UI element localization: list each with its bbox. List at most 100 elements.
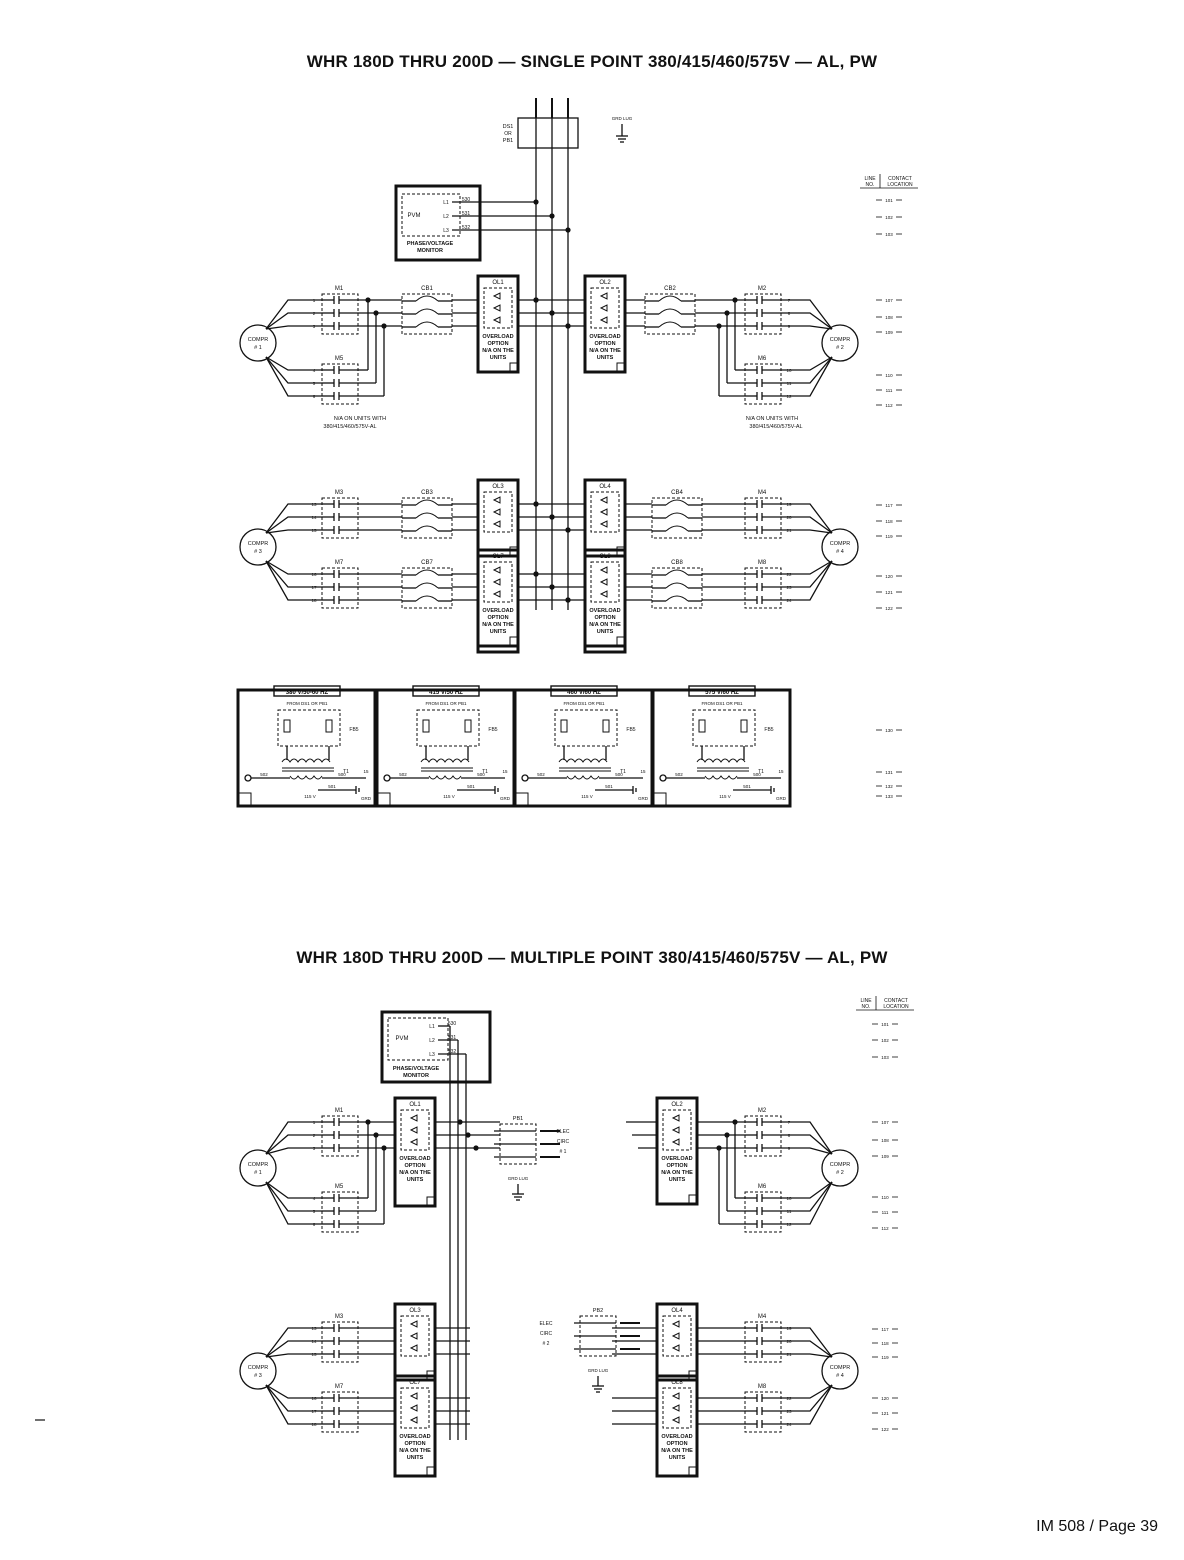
overload-ol3-inner bbox=[483, 491, 513, 533]
transformer-575v-fuse-frame bbox=[692, 709, 756, 747]
motor-lead bbox=[781, 325, 833, 330]
junction-dot bbox=[533, 571, 539, 577]
motor-lead bbox=[781, 1181, 833, 1225]
line-number: 112 bbox=[885, 403, 893, 408]
overload-ol7-multi bbox=[393, 1374, 437, 1478]
overload-note: OVERLOAD bbox=[661, 1156, 692, 1162]
overload-element bbox=[599, 508, 608, 516]
transformer-460v-primary-coil bbox=[558, 758, 608, 763]
line-number: 102 bbox=[881, 1038, 889, 1043]
overload-element bbox=[671, 1332, 680, 1340]
overload-ol4-multi-label: OL4 bbox=[671, 1308, 683, 1314]
transformer-415v-corner bbox=[377, 792, 391, 806]
transformer-415v-tag bbox=[412, 685, 480, 697]
junction-dot bbox=[533, 297, 539, 303]
transformer-460v-from: FROM DS1 OR PB1 bbox=[563, 701, 605, 706]
junction-dot bbox=[465, 1132, 471, 1138]
transformer-575v-501: 501 bbox=[743, 784, 751, 789]
junction-dot bbox=[381, 323, 387, 329]
motor-lead bbox=[781, 1181, 833, 1212]
overload-note: N/A ON THE bbox=[399, 1448, 431, 1454]
motor-lead bbox=[781, 1181, 833, 1199]
breaker-arc bbox=[415, 321, 439, 328]
overload-element bbox=[599, 578, 608, 586]
overload-element bbox=[599, 496, 608, 504]
transformer-575v-502: 502 bbox=[675, 772, 683, 777]
line-number: 109 bbox=[885, 330, 893, 335]
overload-element bbox=[492, 304, 501, 312]
overload-ol3-label: OL3 bbox=[492, 484, 504, 490]
multiple-contact-hdr: CONTACT bbox=[884, 998, 908, 1004]
motor-lead bbox=[265, 1181, 322, 1212]
compressor-2-number: # 2 bbox=[836, 345, 844, 351]
transformer-575v-primary-coil bbox=[696, 758, 746, 763]
ds1-switch bbox=[517, 117, 579, 149]
contactor-m1-label: M1 bbox=[335, 286, 344, 292]
overload-element bbox=[492, 496, 501, 504]
overload-element bbox=[409, 1126, 418, 1134]
transformer-380v-501: 501 bbox=[328, 784, 336, 789]
motor-lead bbox=[781, 1327, 833, 1358]
motor-lead bbox=[265, 1340, 322, 1358]
breaker-cb8-label: CB8 bbox=[671, 560, 683, 566]
junction-dot bbox=[549, 310, 555, 316]
overload-note: UNITS bbox=[490, 629, 507, 635]
junction-dot bbox=[373, 310, 379, 316]
motor-lead bbox=[781, 299, 833, 330]
overload-note: N/A ON THE bbox=[661, 1170, 693, 1176]
overload-element bbox=[671, 1344, 680, 1352]
motor-lead bbox=[265, 503, 322, 534]
motor-lead bbox=[265, 325, 322, 330]
pvm-terminal: L3 bbox=[443, 228, 449, 234]
contactor-m1 bbox=[321, 293, 359, 335]
junction-dot bbox=[365, 1119, 371, 1125]
overload-ol7-label: OL7 bbox=[492, 554, 504, 560]
pvm-caption: PHASE/VOLTAGE bbox=[407, 241, 454, 247]
pvm-terminal: L2 bbox=[429, 1038, 435, 1044]
overload-ol4 bbox=[583, 478, 627, 558]
breaker-arc bbox=[665, 512, 689, 519]
line-number: 103 bbox=[881, 1055, 889, 1060]
compressor-2-multi bbox=[821, 1149, 859, 1187]
line-number: 101 bbox=[881, 1022, 889, 1027]
pb1-label: PB1 bbox=[513, 1116, 523, 1122]
overload-ol7 bbox=[476, 548, 520, 648]
overload-note: OPTION bbox=[666, 1163, 687, 1169]
line-number: 118 bbox=[881, 1341, 889, 1346]
contactor-m1-multi bbox=[321, 1115, 359, 1157]
junction-dot bbox=[457, 1119, 463, 1125]
overload-ol3-multi-label: OL3 bbox=[409, 1308, 421, 1314]
contactor-top-4-label: M4 bbox=[758, 1314, 767, 1320]
contactor-m2-label: M2 bbox=[758, 286, 767, 292]
overload-note: UNITS bbox=[669, 1177, 686, 1183]
junction-dot bbox=[716, 1145, 722, 1151]
line-number: 112 bbox=[881, 1226, 889, 1231]
transformer-380v-fuse-1 bbox=[283, 719, 291, 733]
transformer-415v-primary-coil bbox=[420, 758, 470, 763]
overload-ol4-multi bbox=[655, 1302, 699, 1382]
transformer-380v-grd: GRD bbox=[361, 796, 372, 801]
line-number: 133 bbox=[885, 794, 893, 799]
contactor-m1-multi-label: M1 bbox=[335, 1108, 344, 1114]
compressor-4-multi-number: # 4 bbox=[836, 1373, 844, 1379]
contactor-m6-multi bbox=[744, 1191, 782, 1233]
junction-dot bbox=[365, 297, 371, 303]
transformer-380v-corner bbox=[238, 792, 252, 806]
overload-element bbox=[671, 1138, 680, 1146]
motor-lead bbox=[781, 516, 833, 534]
overload-ol1-corner bbox=[509, 362, 519, 372]
transformer-575v-fuse-2 bbox=[740, 719, 748, 733]
overload-ol7-inner bbox=[483, 561, 513, 603]
junction-dot bbox=[724, 1132, 730, 1138]
transformer-460v bbox=[513, 688, 654, 808]
transformer-380v-fuse-2 bbox=[325, 719, 333, 733]
line-number: 121 bbox=[885, 590, 893, 595]
line-number: 111 bbox=[886, 388, 893, 393]
transformer-380v-500: 500 bbox=[338, 772, 346, 777]
pvm-monitor bbox=[394, 184, 482, 262]
motor-lead bbox=[265, 1121, 322, 1155]
transformer-415v-grd: GRD bbox=[500, 796, 511, 801]
contactor-m5-multi-label: M5 bbox=[335, 1184, 344, 1190]
motor-lead bbox=[265, 560, 322, 575]
transformer-460v-corner bbox=[515, 792, 529, 806]
